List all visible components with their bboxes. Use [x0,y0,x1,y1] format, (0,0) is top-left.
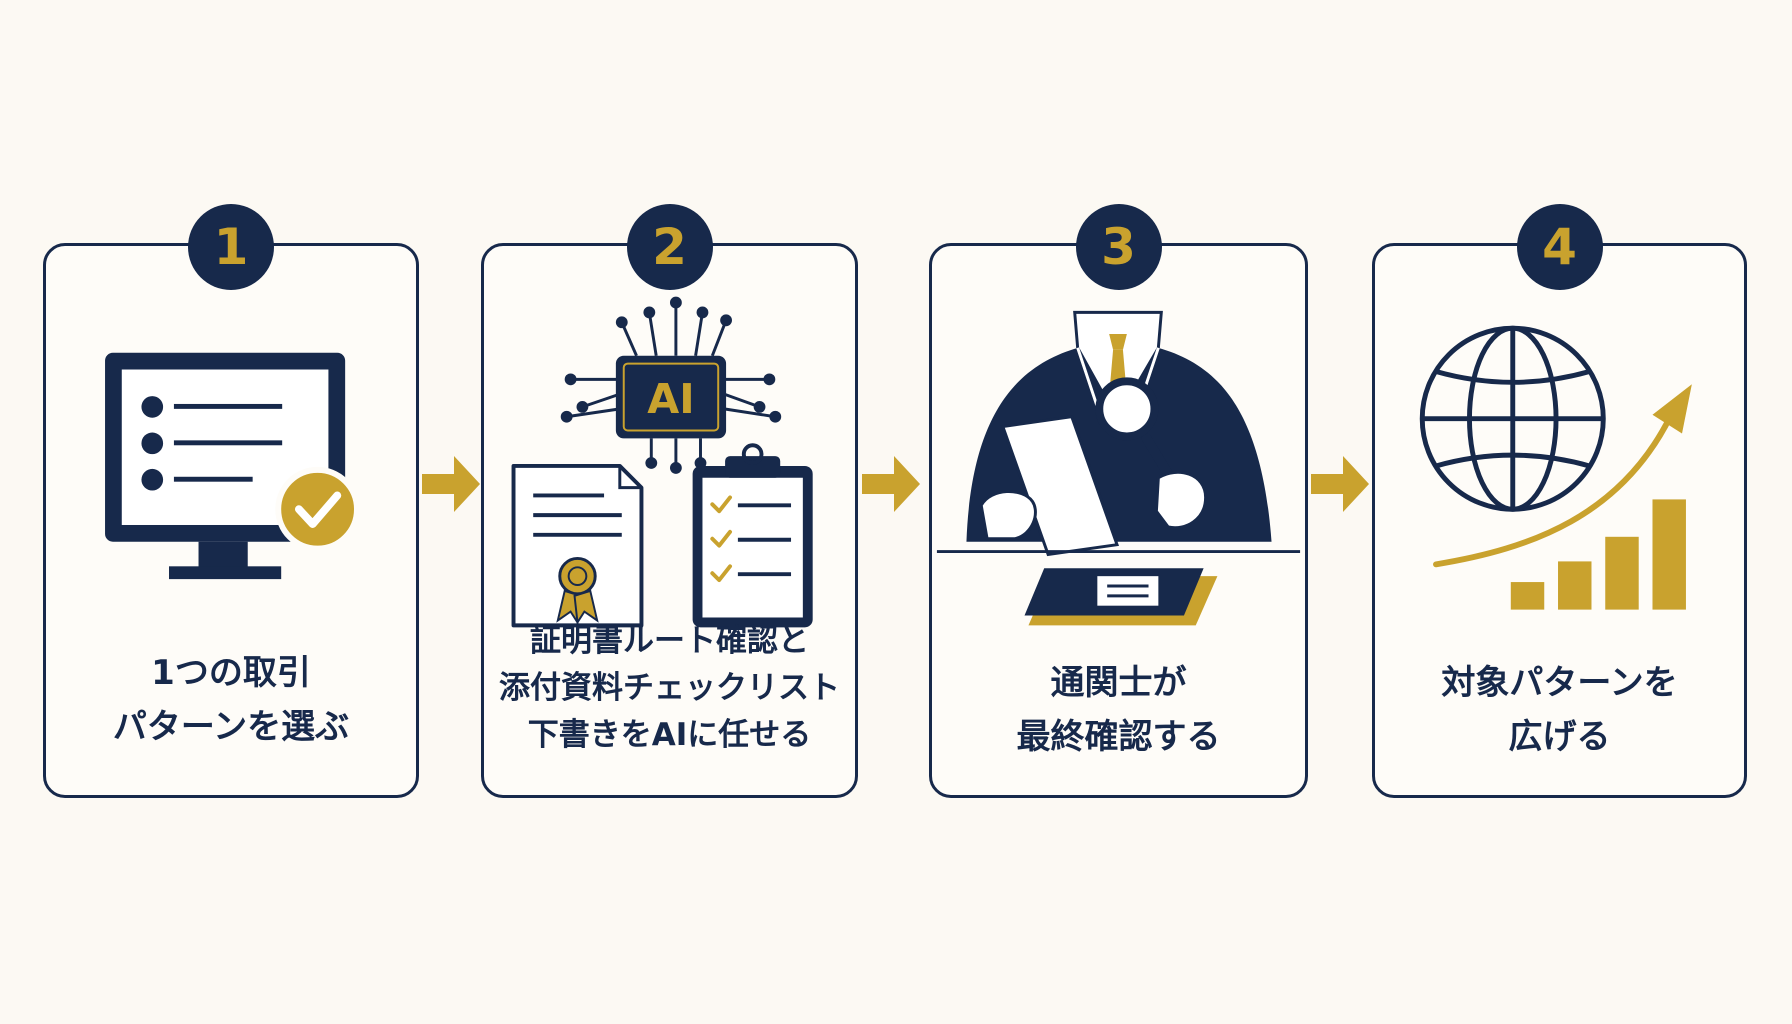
step-caption-3: 通関士が 最終確認する [932,656,1305,764]
caption-line: 広げる [1508,717,1611,757]
globe-growth-icon [1419,325,1692,610]
step-caption-1: 1つの取引 パターンを選ぶ [46,646,416,754]
caption-line: 添付資料チェックリスト [499,670,840,706]
arrow-right-icon [1311,456,1369,512]
step-number-badge-4: 4 [1516,204,1603,290]
caption-line: 最終確認する [1016,717,1221,757]
ai-chip-documents-icon: AI [511,296,813,628]
step-number-badge-2: 2 [626,204,713,290]
inspector-magnifier-icon [936,310,1301,626]
caption-line: パターンを選ぶ [112,707,350,747]
step-card-2: 2 AI [481,204,858,798]
caption-line: 1つの取引 [151,653,311,693]
step-caption-4: 対象パターンを 広げる [1375,656,1744,764]
step-number-badge-1: 1 [188,204,274,290]
caption-line: 通関士が [1050,663,1187,703]
arrow-right-icon [422,456,480,512]
step-card-3: 3 通関士が 最終確認する [929,204,1308,798]
step-card-4: 4 対象パターンを 広げる [1372,204,1747,798]
arrow-right-icon [862,456,920,512]
monitor-checklist-icon [105,352,360,580]
caption-line: 証明書ルート確認と [530,623,809,659]
step-card-1: 1 1つの取引 パターンを選ぶ [43,204,419,798]
step-number-badge-3: 3 [1075,204,1162,290]
caption-line: 対象パターンを [1441,663,1678,703]
caption-line: 下書きをAIに任せる [527,717,812,753]
ai-chip-label: AI [647,375,694,423]
step-caption-2: 証明書ルート確認と 添付資料チェックリスト 下書きをAIに任せる [484,618,855,759]
